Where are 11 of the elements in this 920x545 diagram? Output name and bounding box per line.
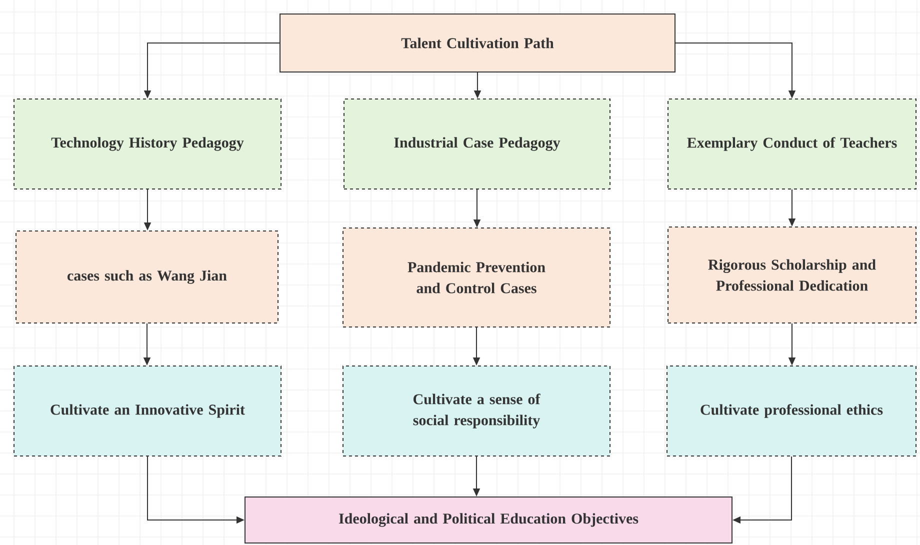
title-box: Talent Cultivation Path: [280, 14, 676, 72]
method-box: Industrial Case Pedagogy: [344, 98, 610, 190]
case-box: Pandemic Prevention and Control Cases: [342, 228, 610, 328]
case-box: Rigorous Scholarship and Professional Dedication: [668, 226, 916, 324]
goal-box: Cultivate professional ethics: [666, 366, 916, 456]
method-box: Technology History Pedagogy: [14, 98, 282, 190]
case-box: cases such as Wang Jian: [16, 230, 278, 324]
goal-box: Cultivate a sense of social responsibility: [342, 366, 610, 456]
objective-box: Ideological and Political Education Objectives: [244, 496, 732, 544]
method-box: Exemplary Conduct of Teachers: [668, 98, 916, 190]
goal-box: Cultivate an Innovative Spirit: [14, 366, 282, 456]
